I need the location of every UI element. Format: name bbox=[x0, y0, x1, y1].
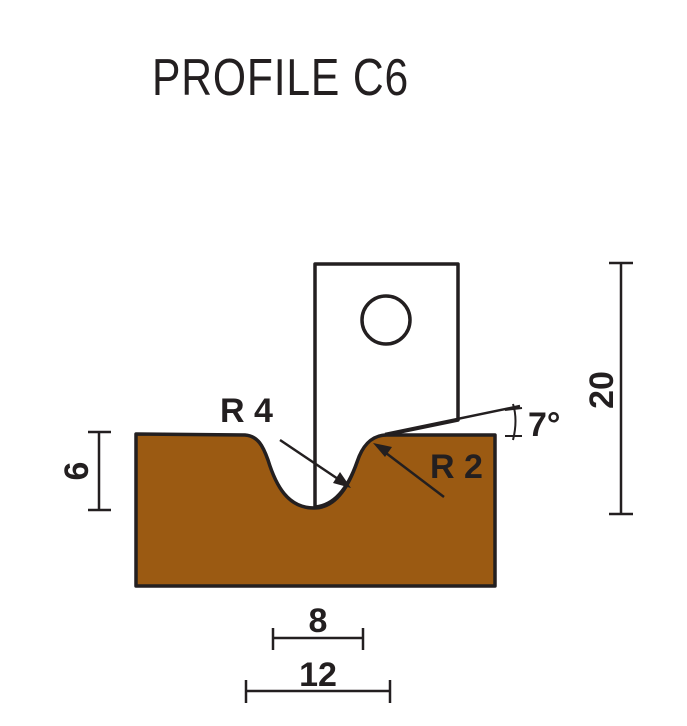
cutter-knife bbox=[313, 262, 460, 509]
r4-leader-line bbox=[279, 438, 345, 485]
label-r2: R 2 bbox=[430, 448, 483, 486]
angle-tick-top bbox=[504, 407, 523, 411]
label-angle: 7° bbox=[528, 406, 561, 444]
label-r4: R 4 bbox=[220, 392, 273, 430]
profile-title: PROFILE C6 bbox=[152, 49, 410, 107]
label-dim-depth: 6 bbox=[58, 462, 96, 481]
label-dim-width-inner: 8 bbox=[309, 602, 328, 640]
r2-arrowhead-icon bbox=[373, 443, 392, 457]
label-dim-width-outer: 12 bbox=[299, 656, 337, 694]
angle-reference-line bbox=[384, 404, 521, 436]
mounting-hole-icon bbox=[360, 294, 412, 346]
label-dim-height: 20 bbox=[583, 371, 621, 409]
r2-leader-line bbox=[381, 449, 445, 498]
r4-arrowhead-icon bbox=[333, 472, 351, 488]
